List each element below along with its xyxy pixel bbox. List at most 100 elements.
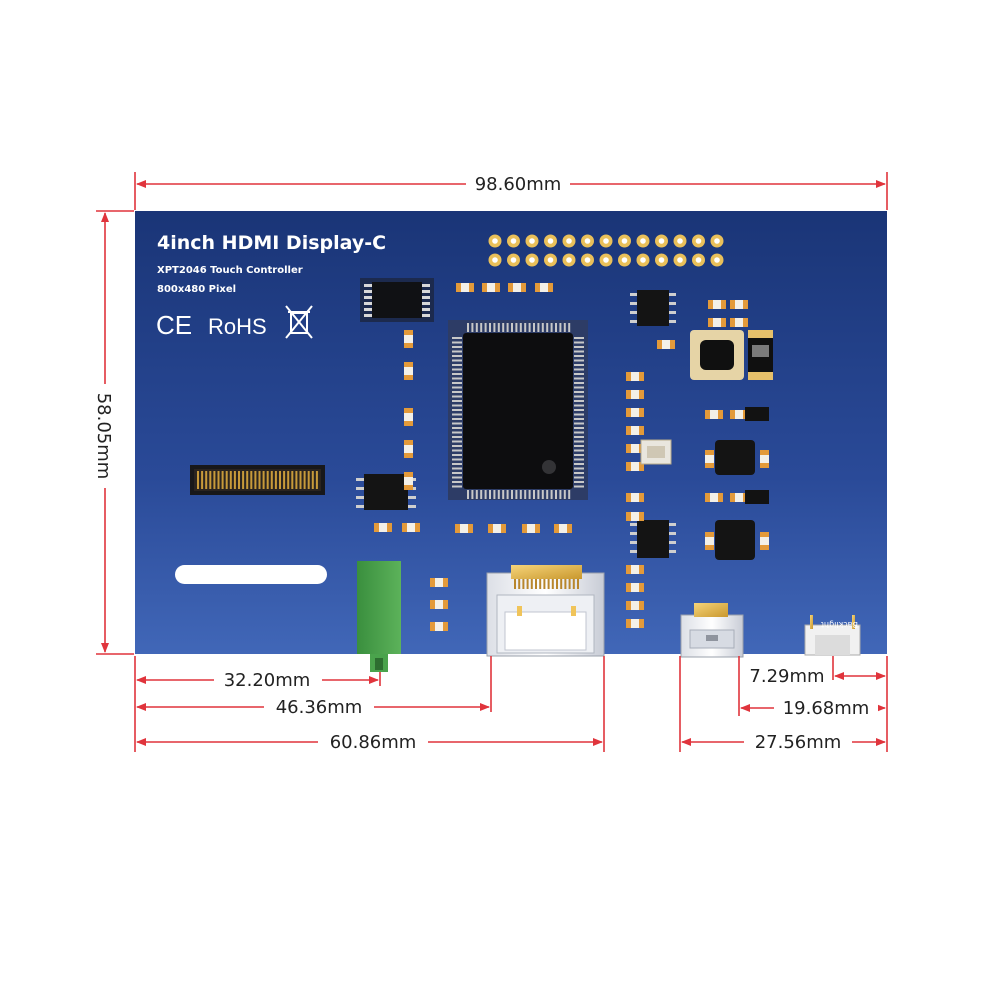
smd-component xyxy=(374,523,392,532)
chip-pin xyxy=(452,454,462,456)
smd-terminal xyxy=(670,340,675,349)
chip-pin xyxy=(489,323,491,332)
chip-pin xyxy=(546,490,549,499)
gpio-hole xyxy=(529,257,535,263)
chip-pin xyxy=(574,476,584,479)
smd-terminal xyxy=(469,283,474,292)
smd-terminal xyxy=(639,372,644,381)
chip-pin xyxy=(574,445,584,447)
chip-pin xyxy=(452,346,462,348)
board-title: 4inch HDMI Display-C xyxy=(157,232,386,254)
chip-pin xyxy=(452,485,462,488)
fpc-connector xyxy=(190,465,325,495)
chip-pin xyxy=(452,359,462,362)
chip-pin xyxy=(541,323,544,332)
smd-component xyxy=(626,583,644,592)
chip-pin xyxy=(452,422,462,425)
chip-pin xyxy=(574,337,584,339)
smd-terminal xyxy=(404,421,413,426)
backlight-offset-dimension-label: 7.29mm xyxy=(749,666,824,687)
gpio-hole xyxy=(566,238,572,244)
chip-pin xyxy=(452,386,462,389)
hdmi-pin xyxy=(539,579,542,589)
chip-pin xyxy=(574,395,584,398)
chip-pin xyxy=(574,404,584,407)
smd-terminal xyxy=(404,375,413,380)
smd-terminal xyxy=(626,426,631,435)
chip-pin xyxy=(452,391,462,393)
hdmi-pin xyxy=(518,579,521,589)
usb-right-dimension-label: 19.68mm xyxy=(783,698,870,719)
fpc-pin xyxy=(262,471,265,489)
smd-component xyxy=(404,330,413,348)
chip-pin xyxy=(574,463,584,465)
smd-terminal xyxy=(468,524,473,533)
gpio-hole xyxy=(695,257,702,263)
chip-pin xyxy=(452,467,462,470)
gpio-hole xyxy=(547,238,554,244)
fpc-pin xyxy=(209,471,212,489)
smd-component xyxy=(404,362,413,380)
fpc-pin xyxy=(217,471,220,489)
fpc-pin xyxy=(291,471,294,489)
chip-pin xyxy=(475,323,478,332)
height-dimension-label: 58.05mm xyxy=(93,393,114,480)
smd-terminal xyxy=(404,362,413,367)
smd-terminal xyxy=(430,600,435,609)
gpio-hole xyxy=(677,257,683,263)
smd-component xyxy=(705,493,723,502)
chip-pin xyxy=(467,490,469,499)
smd-terminal xyxy=(639,512,644,521)
hdmi-pin xyxy=(530,579,533,589)
smd-terminal xyxy=(730,493,735,502)
fpc-pin xyxy=(266,471,269,489)
smd-component xyxy=(760,450,769,468)
chip-pin xyxy=(524,490,527,499)
smd-terminal xyxy=(495,283,500,292)
smd-terminal xyxy=(488,524,493,533)
smd-component xyxy=(430,622,448,631)
gpio-hole xyxy=(584,238,591,244)
gpio-hole xyxy=(714,257,720,263)
smd-terminal xyxy=(705,450,714,455)
smd-terminal xyxy=(705,532,714,537)
smd-component xyxy=(705,532,714,550)
touch-controller-label: XPT2046 Touch Controller xyxy=(157,265,303,276)
smd-terminal xyxy=(705,463,714,468)
smd-terminal xyxy=(626,493,631,502)
smd-component xyxy=(626,512,644,521)
smd-terminal xyxy=(404,440,413,445)
smd-terminal xyxy=(730,318,735,327)
chip-pin xyxy=(519,323,522,332)
smd-terminal xyxy=(404,408,413,413)
smd-terminal xyxy=(404,472,413,477)
smd-terminal xyxy=(718,493,723,502)
smd-terminal xyxy=(730,300,735,309)
fpc-pin xyxy=(295,471,298,489)
chip-pin xyxy=(555,323,557,332)
chip-pin xyxy=(574,346,584,348)
smd-component xyxy=(730,318,748,327)
smd-terminal xyxy=(404,330,413,335)
chip-pin xyxy=(528,323,531,332)
smd-terminal xyxy=(554,524,559,533)
power-section xyxy=(690,330,773,380)
fpc-pin xyxy=(221,471,224,489)
sot-transistor xyxy=(745,407,769,421)
gpio-hole xyxy=(640,238,646,244)
smd-terminal xyxy=(639,493,644,502)
chip-pin xyxy=(555,490,557,499)
smd-component xyxy=(626,372,644,381)
smd-component xyxy=(430,578,448,587)
chip-pin xyxy=(574,485,584,488)
smd-terminal xyxy=(535,283,540,292)
fpc-pin xyxy=(254,471,257,489)
chip-pin xyxy=(497,490,500,499)
hdmi-left-dimension-label: 46.36mm xyxy=(276,697,363,718)
chip-pin xyxy=(537,490,540,499)
smd-component xyxy=(626,493,644,502)
chip-pin xyxy=(452,449,462,452)
chip-pin xyxy=(502,490,505,499)
gpio-hole xyxy=(677,238,683,244)
